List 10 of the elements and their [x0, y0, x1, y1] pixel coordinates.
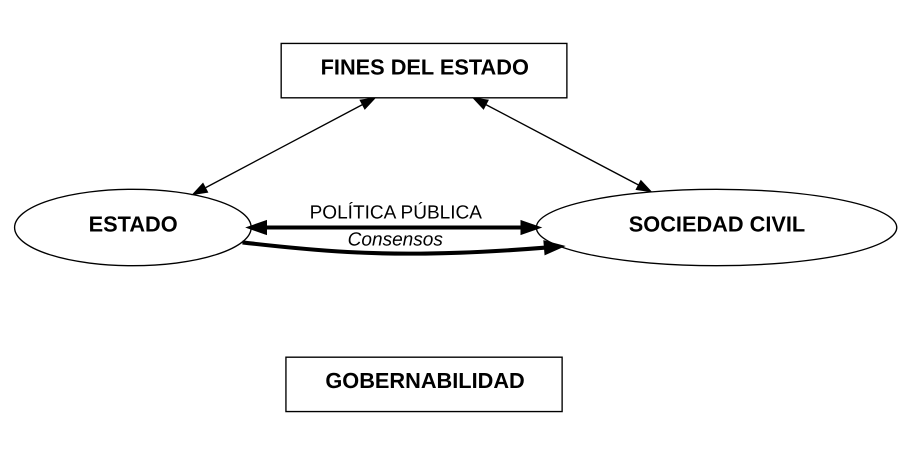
node-ellipse: SOCIEDAD CIVIL	[536, 188, 898, 266]
edge-label: Consensos	[348, 229, 443, 250]
arrow	[245, 220, 542, 236]
edge-label: POLÍTICA PÚBLICA	[310, 202, 482, 224]
arrow	[242, 240, 566, 256]
node-box: FINES DEL ESTADO	[280, 42, 568, 99]
node-ellipse: ESTADO	[14, 188, 252, 266]
arrow	[472, 97, 653, 192]
arrow	[191, 97, 376, 196]
node-box: GOBERNABILIDAD	[285, 356, 563, 412]
